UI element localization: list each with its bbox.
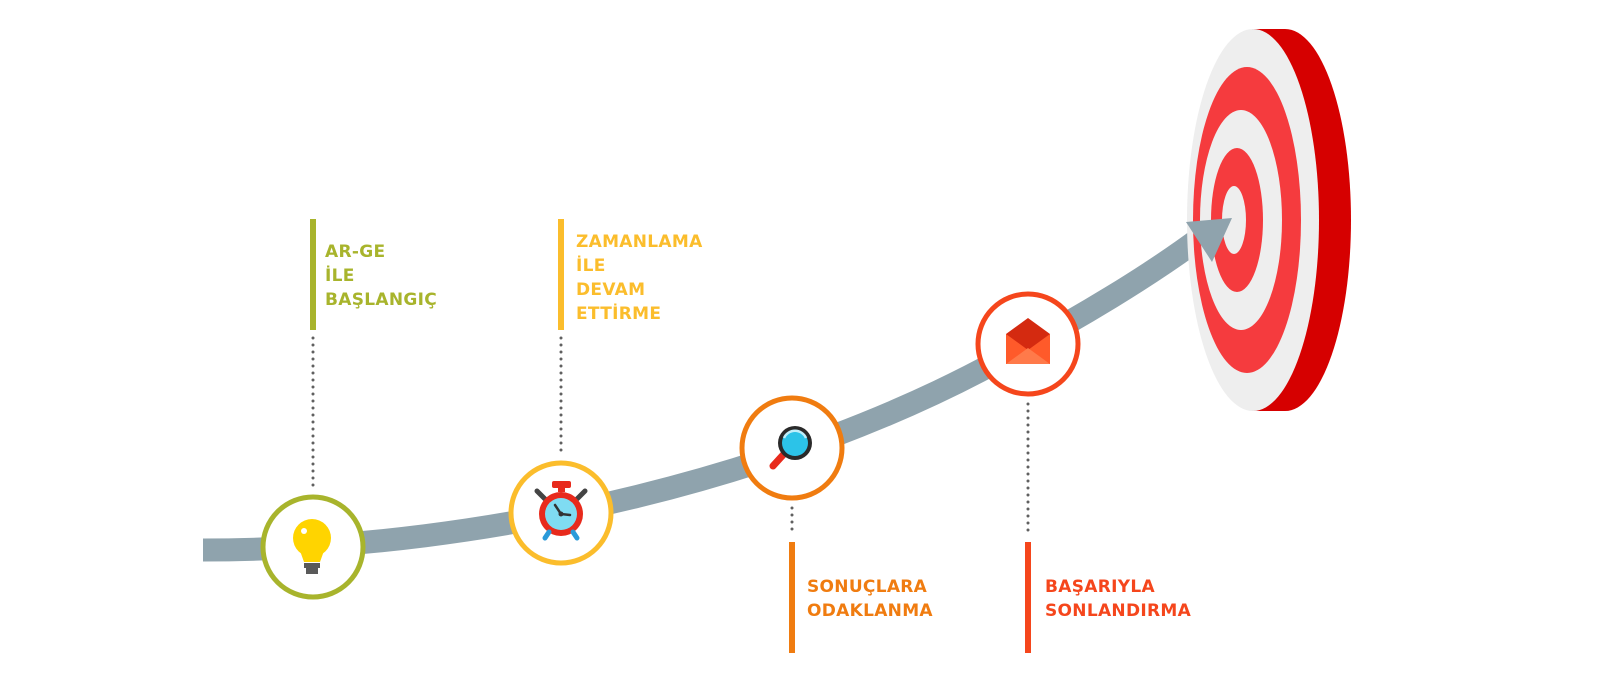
- alarm-clock-icon: [534, 481, 588, 541]
- step1-line2: İLE: [325, 266, 355, 286]
- step2-line4: ETTİRME: [576, 304, 662, 324]
- step2-bar: [558, 219, 564, 330]
- step2-line2: İLE: [576, 256, 606, 276]
- step3-circle: [739, 395, 845, 501]
- step4-label: BAŞARIYLA SONLANDIRMA: [1045, 575, 1191, 623]
- step1-line3: BAŞLANGIÇ: [325, 290, 438, 310]
- step3-bar: [789, 542, 795, 653]
- step2-label: ZAMANLAMA İLE DEVAM ETTİRME: [576, 230, 703, 326]
- step4-line1: BAŞARIYLA: [1045, 577, 1155, 597]
- step4-bar: [1025, 542, 1031, 653]
- envelope-icon: [1006, 318, 1050, 364]
- step2-line3: DEVAM: [576, 280, 646, 300]
- target-icon: [1187, 29, 1351, 411]
- step2-circle: [508, 460, 614, 566]
- step3-line2: ODAKLANMA: [807, 601, 933, 621]
- step2-line1: ZAMANLAMA: [576, 232, 703, 252]
- path-arrowhead: [1186, 218, 1232, 262]
- step4-circle: [975, 291, 1081, 397]
- step3-label: SONUÇLARA ODAKLANMA: [807, 575, 933, 623]
- step4-line2: SONLANDIRMA: [1045, 601, 1192, 621]
- step1-line1: AR-GE: [325, 242, 386, 262]
- growth-path: [202, 228, 1207, 562]
- step1-bar: [310, 219, 316, 330]
- light-bulb-icon: [293, 519, 331, 574]
- step1-label: AR-GE İLE BAŞLANGIÇ: [325, 240, 437, 312]
- magnifier-icon: [769, 426, 812, 470]
- step3-line1: SONUÇLARA: [807, 577, 928, 597]
- step1-circle: [260, 494, 366, 600]
